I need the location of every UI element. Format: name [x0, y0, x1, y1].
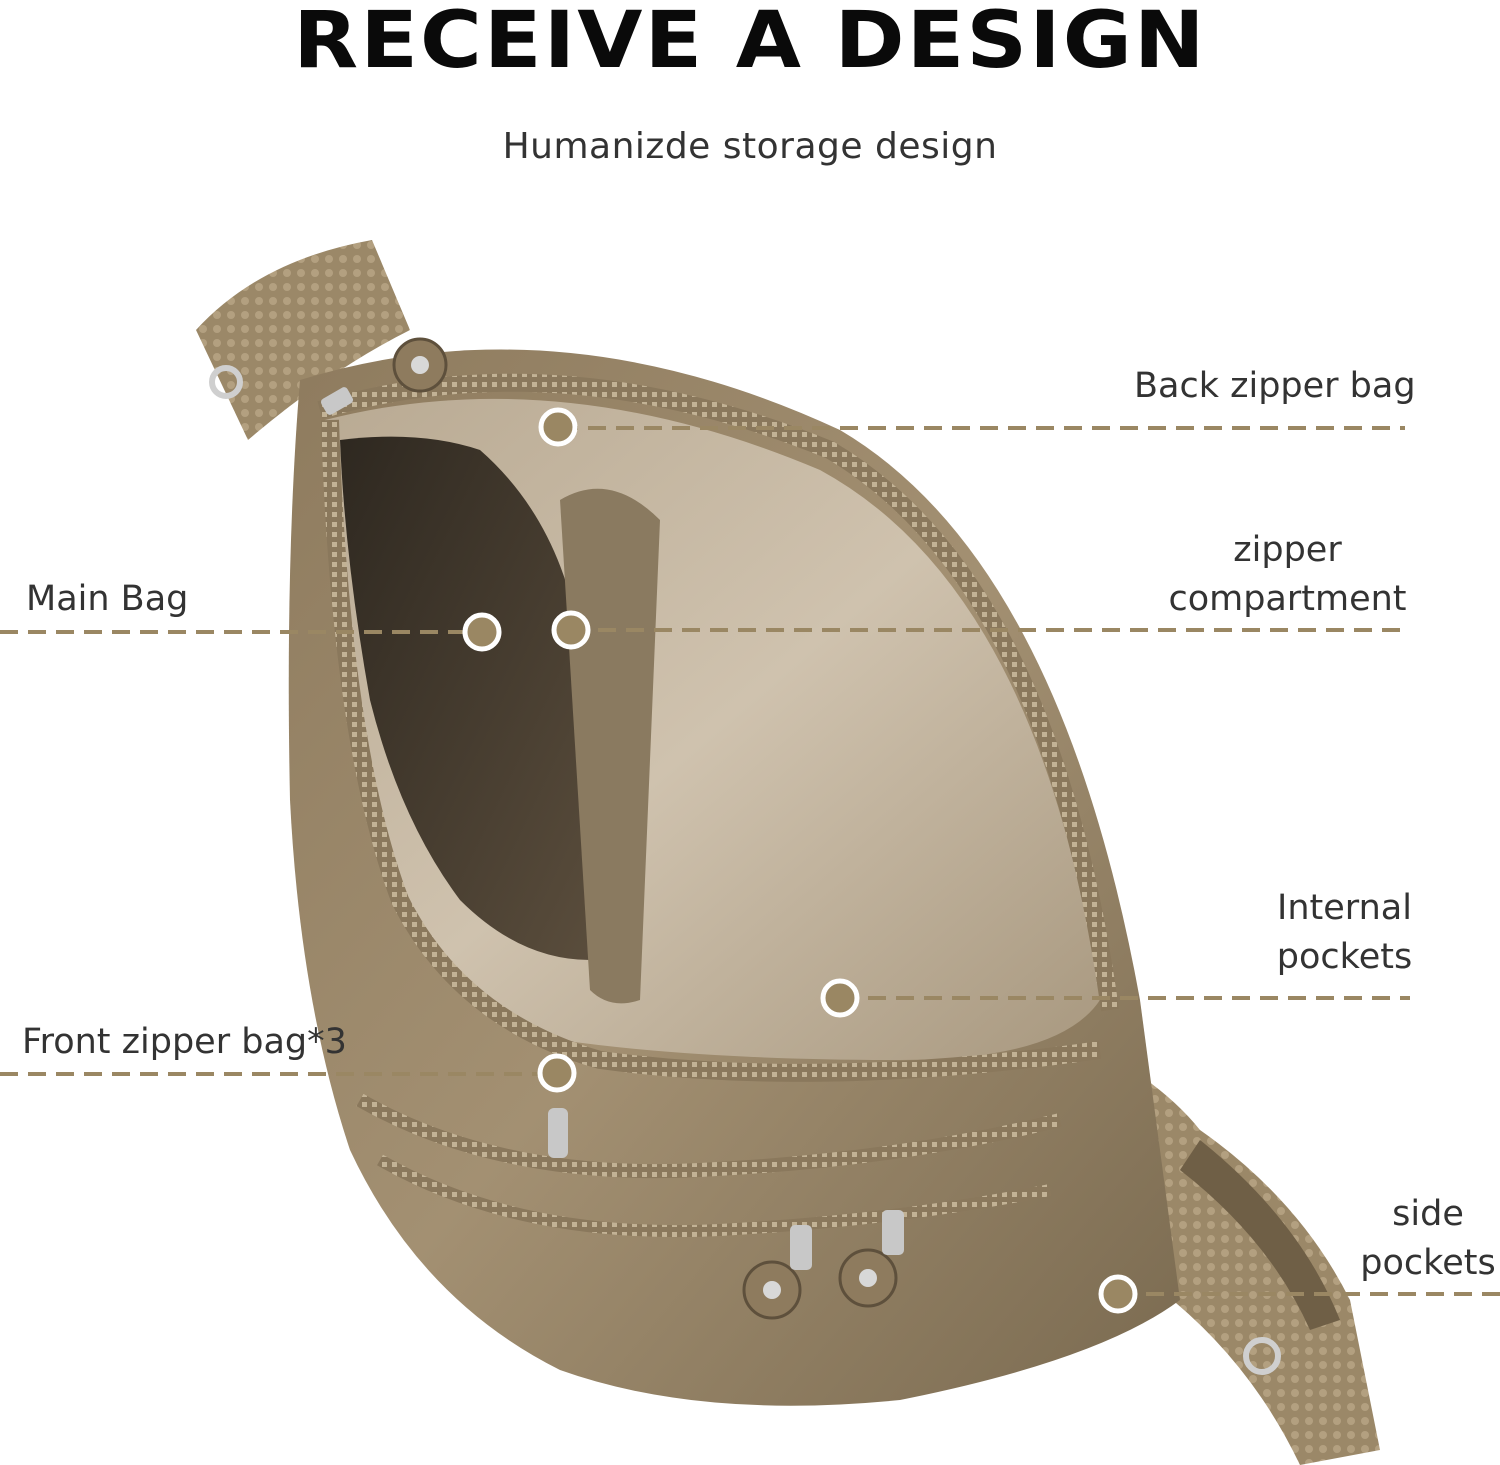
label-zipper-compartment: zipper compartment	[1160, 526, 1415, 624]
label-side-pockets-line2: pockets	[1360, 1243, 1496, 1283]
dot-back-zipper	[538, 407, 578, 447]
label-internal-pockets-line1: Internal	[1277, 888, 1412, 928]
label-main-bag: Main Bag	[26, 579, 189, 619]
label-back-zipper-bag: Back zipper bag	[1134, 366, 1416, 406]
label-zipper-compartment-line2: compartment	[1168, 579, 1407, 619]
label-side-pockets: side pockets	[1356, 1190, 1500, 1288]
dot-side-pockets	[1098, 1274, 1138, 1314]
label-zipper-compartment-line1: zipper	[1233, 530, 1342, 570]
label-side-pockets-line1: side	[1392, 1194, 1464, 1234]
dot-main-bag	[462, 612, 502, 652]
main-compartment	[340, 436, 590, 961]
subtitle: Humanizde storage design	[502, 126, 998, 167]
dot-internal-pockets	[820, 978, 860, 1018]
dot-front-zipper	[537, 1053, 577, 1093]
label-internal-pockets-line2: pockets	[1276, 937, 1413, 977]
top-strap	[196, 240, 410, 440]
headline: RECEIVE A DESIGN	[293, 0, 1207, 86]
label-internal-pockets: Internal pockets	[1262, 884, 1427, 982]
dot-zipper-compartment	[551, 610, 591, 650]
label-front-zipper-bag: Front zipper bag*3	[22, 1022, 347, 1062]
